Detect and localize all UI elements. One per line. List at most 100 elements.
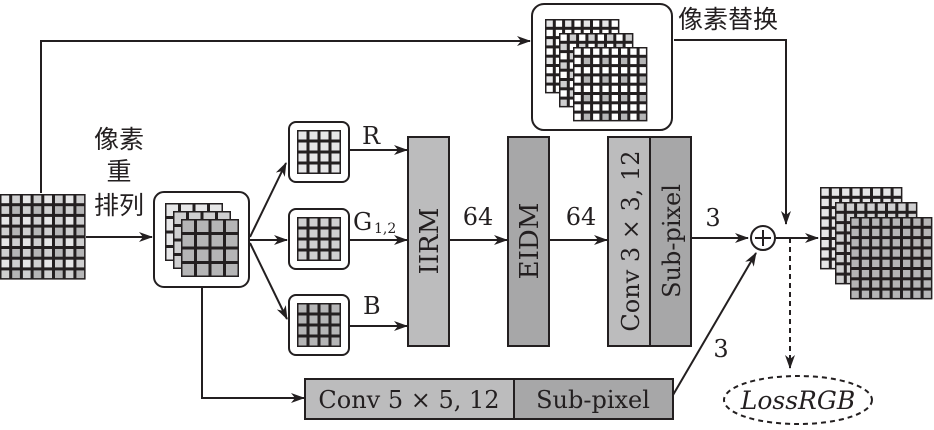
grid-cell (55, 270, 63, 279)
grid-cell (33, 216, 42, 225)
grid-cell (903, 239, 911, 247)
grid-cell (611, 113, 618, 120)
grid-cell (298, 218, 307, 227)
grid-cell (555, 20, 563, 27)
grid-cell (593, 85, 600, 92)
grid-cell (22, 195, 31, 204)
rearranged-stack (165, 203, 239, 277)
grid-cell (882, 218, 890, 226)
grid-cell (583, 85, 591, 92)
grid-cell (872, 259, 880, 267)
grid-cell (320, 153, 329, 162)
grid-cell (555, 29, 563, 37)
grid-cell (621, 76, 628, 83)
eidm-module (507, 136, 550, 347)
grid-cell (867, 203, 875, 211)
grid-cell (22, 270, 31, 279)
grid-cell (630, 76, 637, 83)
grid-cell (309, 304, 318, 313)
grid-cell (211, 264, 223, 276)
grid-cell (630, 67, 637, 74)
grid-cell (908, 203, 916, 211)
input-grid-cells (0, 194, 86, 280)
grid-cell (166, 219, 178, 231)
grid-cell (22, 259, 31, 268)
grid-cell (569, 53, 577, 60)
grid-cell (211, 249, 223, 261)
grid-cell (602, 104, 609, 111)
grid-cell (836, 255, 844, 263)
grid-cell (872, 270, 880, 278)
grid-cell (923, 228, 931, 237)
grid-cell (33, 238, 42, 246)
grid-cell (923, 280, 931, 288)
grid-cell (76, 227, 85, 236)
grid-cell (836, 203, 844, 211)
pixel-rearrange-label-2: 重 (106, 157, 131, 186)
grid-cell (588, 34, 595, 41)
grid-cell (574, 95, 581, 102)
grid-cell (189, 212, 201, 224)
plus-icon (755, 230, 771, 246)
grid-cell (320, 229, 329, 238)
grid-cell (821, 229, 829, 237)
grid-cell (583, 95, 591, 102)
grid-cell (1, 195, 10, 204)
pixel-rearrange-label-1: 像素 (94, 125, 144, 154)
grid-cell (210, 204, 222, 216)
grid-cell (836, 275, 844, 283)
grid-cell (892, 228, 900, 237)
grid-cell (836, 224, 844, 232)
g-cells (297, 217, 341, 261)
grid-cell (309, 251, 318, 260)
grid-cell (872, 290, 880, 298)
grid-cell (892, 249, 900, 257)
grid-cell (33, 206, 42, 214)
grid-cell (579, 34, 586, 41)
grid-cell (22, 238, 31, 246)
grid-cell (55, 195, 63, 204)
grid-cell (872, 249, 880, 257)
channel-count-3-top: 3 (705, 204, 720, 232)
grid-cell (888, 203, 896, 211)
grid-cell (836, 265, 844, 273)
grid-cell (1, 259, 10, 268)
grid-cell (1, 270, 10, 279)
grid-cell (574, 67, 581, 74)
replace-layer-b (573, 47, 648, 122)
grid-cell (611, 104, 618, 111)
loss-label: LossRGB (740, 386, 855, 415)
grid-cell (861, 218, 870, 226)
grid-cell (611, 95, 618, 102)
grid-cell (331, 326, 340, 335)
grid-cell (65, 206, 74, 214)
grid-cell (65, 238, 74, 246)
grid-cell (44, 259, 52, 268)
grid-cell (583, 113, 591, 120)
grid-cell (298, 153, 307, 162)
grid-cell (298, 240, 307, 249)
grid-cell (546, 76, 553, 83)
grid-cell (892, 218, 900, 226)
grid-cell (560, 53, 567, 60)
grid-cell (639, 67, 646, 74)
grid-cell (602, 29, 609, 37)
grid-cell (12, 206, 20, 214)
grid-cell (55, 259, 63, 268)
conv3-module (607, 136, 651, 347)
grid-cell (565, 20, 572, 27)
g-channel-grid (297, 217, 341, 261)
grid-cell (579, 43, 586, 51)
grid-cell (44, 195, 52, 204)
grid-cell (203, 212, 215, 224)
pixel-replace-label: 像素替换 (678, 5, 778, 34)
grid-cell (197, 264, 209, 276)
grid-cell (923, 259, 931, 267)
grid-cell (569, 62, 577, 69)
grid-cell (602, 67, 609, 74)
grid-cell (574, 104, 581, 111)
grid-cell (226, 235, 238, 247)
grid-cell (597, 34, 604, 41)
grid-cell (12, 259, 20, 268)
subpixel-bottom-module (513, 378, 674, 420)
